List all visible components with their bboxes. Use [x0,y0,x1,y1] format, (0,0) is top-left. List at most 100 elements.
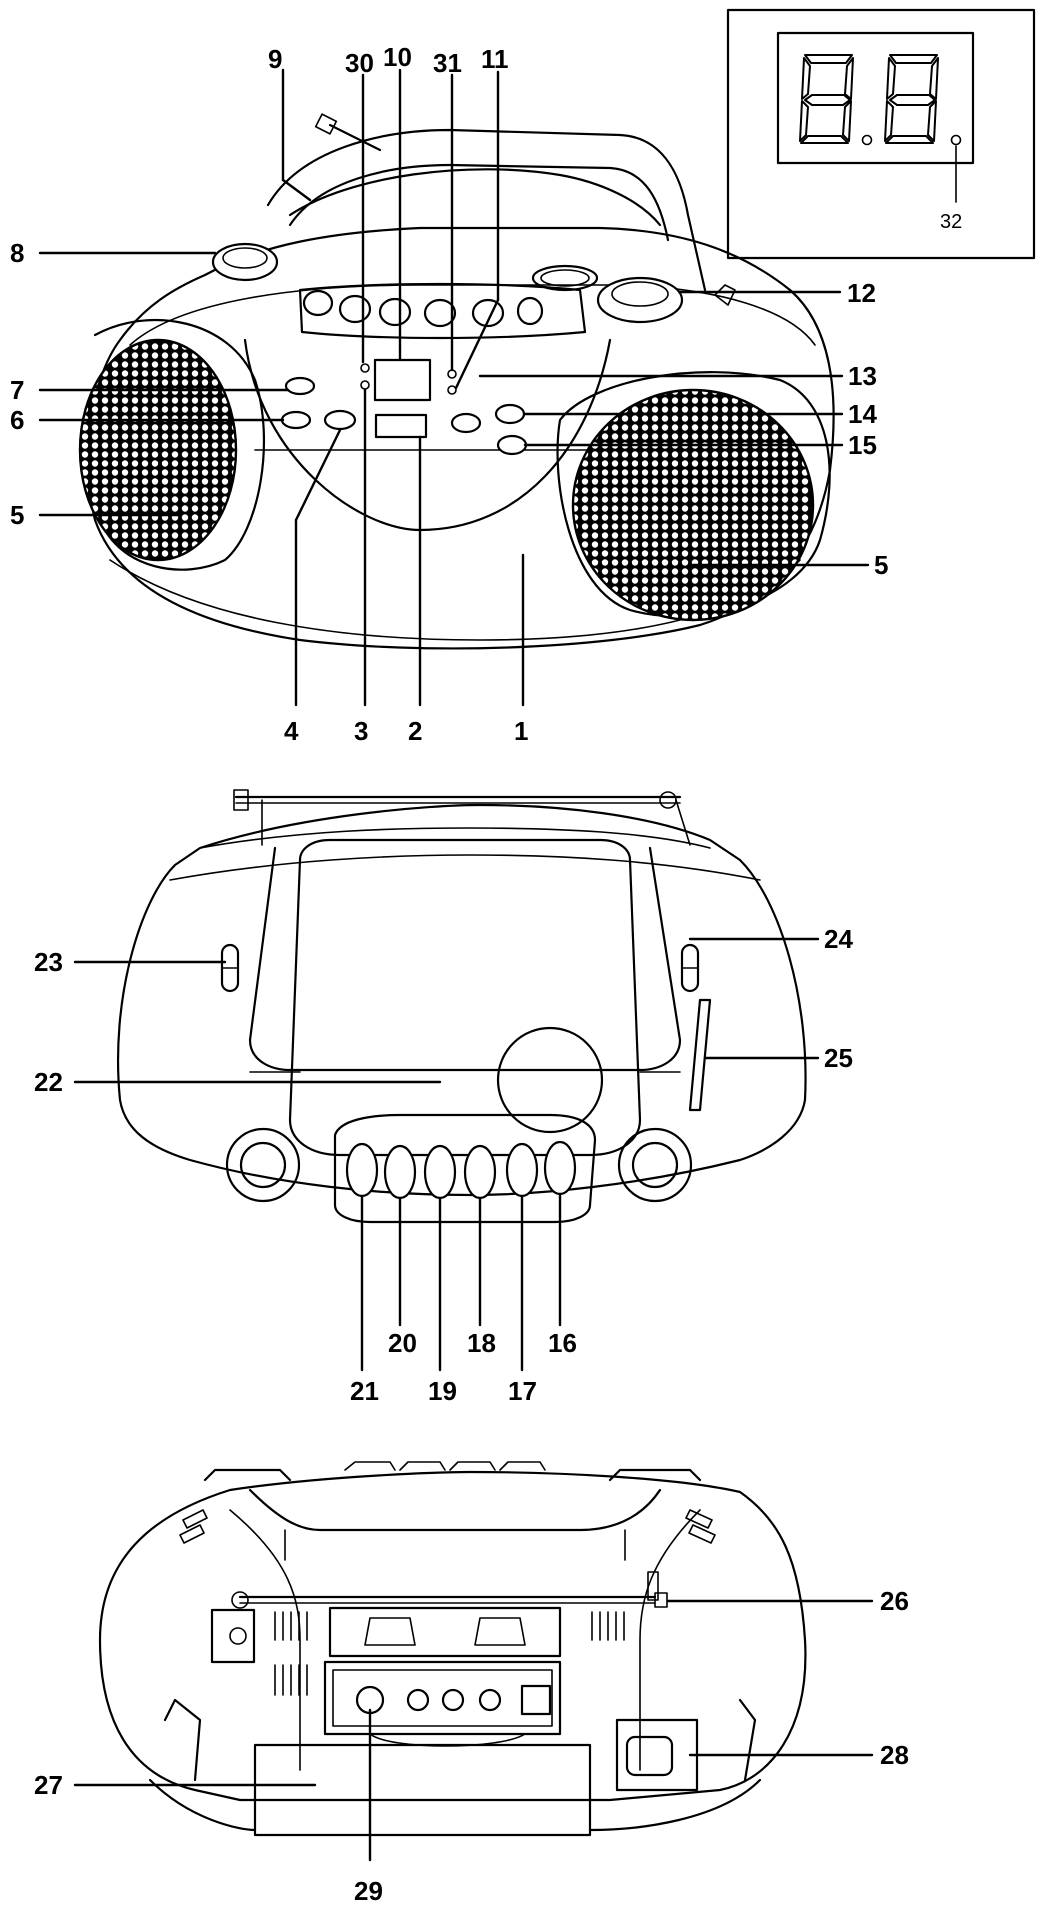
display-digit-1 [799,54,854,144]
left-speaker-rim [93,318,265,571]
button-21 [345,1142,379,1198]
callout-16: 16 [548,1328,577,1358]
callout-14: 14 [848,399,877,429]
callout-22: 22 [34,1067,63,1097]
carry-handle [266,128,707,292]
power-socket-housing [615,1718,699,1792]
rear-view: 26 28 27 29 [34,1461,909,1906]
rear-upper-panel [328,1606,562,1658]
led-3 [360,380,370,390]
callout-10: 10 [383,42,412,72]
slot-25 [688,998,712,1112]
callout-20: 20 [388,1328,417,1358]
callout-30: 30 [345,48,374,78]
right-top-ring [617,1127,693,1203]
button-18 [463,1144,497,1200]
left-top-ring [225,1127,301,1203]
callout-17: 17 [508,1376,537,1406]
display-dot-1 [861,134,873,146]
front-panel-curve [243,338,612,532]
rear-jack-3 [441,1688,465,1712]
button-15 [496,434,528,456]
right-speaker-rim [556,371,831,618]
leader-11-diag [454,298,500,390]
callout-7: 7 [10,375,24,405]
callout-25: 25 [824,1043,853,1073]
top-handle [248,846,682,1072]
top-button-strip [298,282,587,340]
callout-26: 26 [880,1586,909,1616]
callout-8: 8 [10,238,24,268]
top-button-4 [423,298,457,328]
led-11 [447,385,457,395]
button-17 [505,1142,539,1198]
callout-31: 31 [433,48,462,78]
rear-jack-panel [323,1660,562,1736]
callout-19: 19 [428,1376,457,1406]
button-20 [383,1144,417,1200]
front-display [373,358,432,402]
callout-3: 3 [354,716,368,746]
left-knob [211,242,279,282]
cd-spindle-window [496,1026,604,1134]
callout-12: 12 [847,278,876,308]
button-6 [280,410,312,430]
right-speaker-grille [571,388,815,622]
callout-6: 6 [10,405,24,435]
button-13 [450,412,482,434]
top-cd-lid [288,838,642,1157]
callout-15: 15 [848,430,877,460]
top-body-outline [116,803,807,1197]
callout-28: 28 [880,1740,909,1770]
callout-2: 2 [408,716,422,746]
callout-18: 18 [467,1328,496,1358]
callout-11: 11 [481,44,509,74]
button-4 [323,409,357,431]
callout-1: 1 [514,716,528,746]
rear-jack-4 [478,1688,502,1712]
left-speaker-grille [78,338,238,562]
rear-vents-left-bottom [274,1664,308,1696]
cd-lid-top [288,168,662,227]
top-button-1 [302,289,334,317]
battery-door [253,1743,592,1837]
side-tab [714,284,736,306]
callout-4: 4 [284,716,299,746]
antenna-clip [210,1608,256,1664]
carry-handle-inner [288,163,670,242]
led-30 [360,363,370,373]
top-button-3 [378,297,412,327]
power-socket [625,1735,674,1777]
rear-vents-right [591,1611,625,1641]
display-dot-2 [950,134,962,146]
top-view: 23 24 25 22 21 20 19 18 17 16 [34,789,853,1406]
callout-5-left: 5 [10,500,24,530]
inset-display-panel [776,31,975,165]
cd-window [531,264,599,292]
button-16 [543,1140,577,1196]
rear-body-outline [98,1470,807,1802]
right-knob [596,276,684,324]
top-button-2 [338,294,372,324]
antenna [328,123,382,152]
leader-4-diag [294,428,342,522]
callout-24: 24 [824,924,853,954]
button-14 [494,403,526,425]
antenna-tip [314,113,338,135]
button-7 [284,376,316,396]
callout-5-right: 5 [874,550,888,580]
display-inset: 32 [726,8,1036,260]
top-button-bank [333,1113,597,1224]
callout-13: 13 [848,361,877,391]
cassette-window-small [374,413,428,439]
callout-21: 21 [350,1376,379,1406]
callout-32: 32 [940,211,962,233]
button-19 [423,1144,457,1200]
top-button-6 [516,296,544,326]
rear-handle [248,1488,662,1532]
callout-27: 27 [34,1770,63,1800]
callout-29: 29 [354,1876,383,1906]
inset-frame [726,8,1036,260]
display-digit-2 [884,54,939,144]
